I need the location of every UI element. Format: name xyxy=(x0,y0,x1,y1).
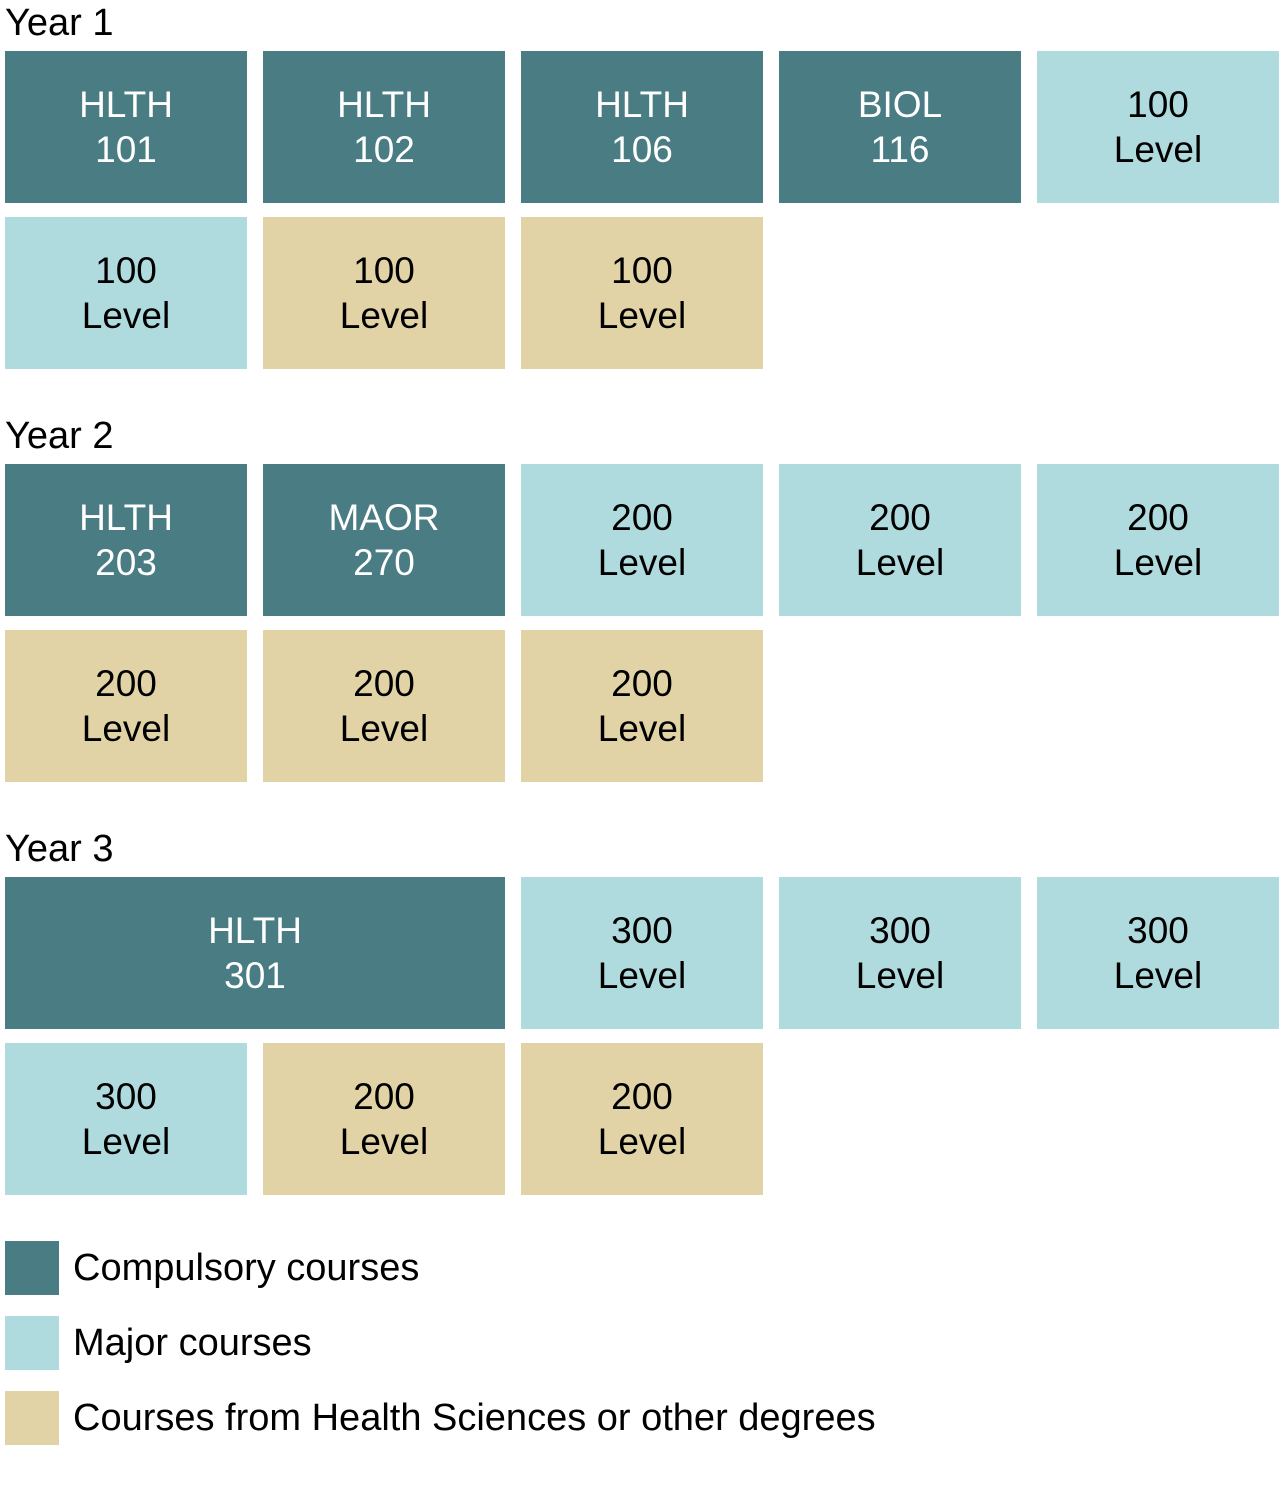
course-line-1: HLTH xyxy=(595,84,689,125)
course-hlth-102: HLTH 102 xyxy=(263,51,505,203)
course-line-2: 106 xyxy=(611,129,673,170)
course-line-2: Level xyxy=(339,1121,429,1162)
course-line-2: 101 xyxy=(95,129,157,170)
year-1-heading: Year 1 xyxy=(5,2,114,44)
course-100-level: 100 Level xyxy=(5,217,247,369)
course-line-2: Level xyxy=(597,295,687,336)
legend-item-major: Major courses xyxy=(5,1316,1280,1370)
course-200-level: 200 Level xyxy=(263,630,505,782)
course-line-1: 200 xyxy=(353,1076,415,1117)
course-line-1: 100 xyxy=(353,250,415,291)
compulsory-color-swatch xyxy=(5,1241,59,1295)
course-200-level: 200 Level xyxy=(521,464,763,616)
legend-label: Major courses xyxy=(73,1322,312,1364)
year-3-heading: Year 3 xyxy=(5,828,114,870)
other-degrees-color-swatch xyxy=(5,1391,59,1445)
course-line-1: 200 xyxy=(611,1076,673,1117)
course-line-1: 300 xyxy=(95,1076,157,1117)
course-line-1: 300 xyxy=(1127,910,1189,951)
course-line-2: 301 xyxy=(224,955,286,996)
course-line-1: 200 xyxy=(353,663,415,704)
course-line-2: Level xyxy=(339,708,429,749)
course-line-2: Level xyxy=(597,708,687,749)
course-line-1: 200 xyxy=(1127,497,1189,538)
course-biol-116: BIOL 116 xyxy=(779,51,1021,203)
course-line-2: Level xyxy=(1113,955,1203,996)
year-2-row-2: 200 Level 200 Level 200 Level xyxy=(5,630,1280,782)
course-hlth-106: HLTH 106 xyxy=(521,51,763,203)
course-line-2: 270 xyxy=(353,542,415,583)
year-2-section: Year 2 HLTH 203 MAOR 270 200 Level 200 L… xyxy=(5,415,1280,782)
year-1-row-1: HLTH 101 HLTH 102 HLTH 106 BIOL 116 100 … xyxy=(5,51,1280,203)
course-line-2: 116 xyxy=(870,129,930,170)
course-200-level: 200 Level xyxy=(263,1043,505,1195)
major-color-swatch xyxy=(5,1316,59,1370)
course-line-1: 300 xyxy=(869,910,931,951)
course-line-1: 100 xyxy=(1127,84,1189,125)
course-line-1: HLTH xyxy=(208,910,302,951)
legend-label: Courses from Health Sciences or other de… xyxy=(73,1397,876,1439)
legend-label: Compulsory courses xyxy=(73,1247,420,1289)
course-line-2: Level xyxy=(1113,129,1203,170)
course-line-1: 300 xyxy=(611,910,673,951)
course-hlth-101: HLTH 101 xyxy=(5,51,247,203)
course-line-2: Level xyxy=(339,295,429,336)
course-line-1: 200 xyxy=(611,497,673,538)
course-100-level: 100 Level xyxy=(1037,51,1279,203)
course-line-2: Level xyxy=(597,955,687,996)
course-line-1: HLTH xyxy=(79,497,173,538)
legend-item-compulsory: Compulsory courses xyxy=(5,1241,1280,1295)
course-line-2: Level xyxy=(81,708,171,749)
course-200-level: 200 Level xyxy=(779,464,1021,616)
course-line-2: 203 xyxy=(95,542,157,583)
course-line-2: Level xyxy=(81,295,171,336)
course-100-level: 100 Level xyxy=(521,217,763,369)
year-2-heading: Year 2 xyxy=(5,415,114,457)
course-line-1: 200 xyxy=(869,497,931,538)
course-line-2: Level xyxy=(1113,542,1203,583)
course-line-1: 100 xyxy=(611,250,673,291)
course-200-level: 200 Level xyxy=(521,630,763,782)
course-300-level: 300 Level xyxy=(1037,877,1279,1029)
course-line-2: Level xyxy=(855,955,945,996)
course-300-level: 300 Level xyxy=(5,1043,247,1195)
legend: Compulsory courses Major courses Courses… xyxy=(5,1241,1280,1445)
course-line-2: 102 xyxy=(353,129,415,170)
legend-item-other: Courses from Health Sciences or other de… xyxy=(5,1391,1280,1445)
course-hlth-301: HLTH 301 xyxy=(5,877,505,1029)
course-line-2: Level xyxy=(81,1121,171,1162)
course-line-1: HLTH xyxy=(337,84,431,125)
course-200-level: 200 Level xyxy=(1037,464,1279,616)
course-maor-270: MAOR 270 xyxy=(263,464,505,616)
degree-plan-diagram: Year 1 HLTH 101 HLTH 102 HLTH 106 BIOL 1… xyxy=(5,2,1280,1445)
course-line-2: Level xyxy=(597,1121,687,1162)
course-line-1: 200 xyxy=(611,663,673,704)
course-300-level: 300 Level xyxy=(521,877,763,1029)
course-300-level: 300 Level xyxy=(779,877,1021,1029)
course-line-1: HLTH xyxy=(79,84,173,125)
year-3-section: Year 3 HLTH 301 300 Level 300 Level 300 … xyxy=(5,828,1280,1195)
course-line-1: 100 xyxy=(95,250,157,291)
course-hlth-203: HLTH 203 xyxy=(5,464,247,616)
course-line-2: Level xyxy=(855,542,945,583)
year-3-row-2: 300 Level 200 Level 200 Level xyxy=(5,1043,1280,1195)
course-100-level: 100 Level xyxy=(263,217,505,369)
year-2-row-1: HLTH 203 MAOR 270 200 Level 200 Level 20… xyxy=(5,464,1280,616)
course-line-1: BIOL xyxy=(857,84,943,125)
year-1-section: Year 1 HLTH 101 HLTH 102 HLTH 106 BIOL 1… xyxy=(5,2,1280,369)
year-3-row-1: HLTH 301 300 Level 300 Level 300 Level xyxy=(5,877,1280,1029)
course-200-level: 200 Level xyxy=(5,630,247,782)
course-200-level: 200 Level xyxy=(521,1043,763,1195)
course-line-1: 200 xyxy=(95,663,157,704)
year-1-row-2: 100 Level 100 Level 100 Level xyxy=(5,217,1280,369)
course-line-2: Level xyxy=(597,542,687,583)
course-line-1: MAOR xyxy=(328,497,440,538)
